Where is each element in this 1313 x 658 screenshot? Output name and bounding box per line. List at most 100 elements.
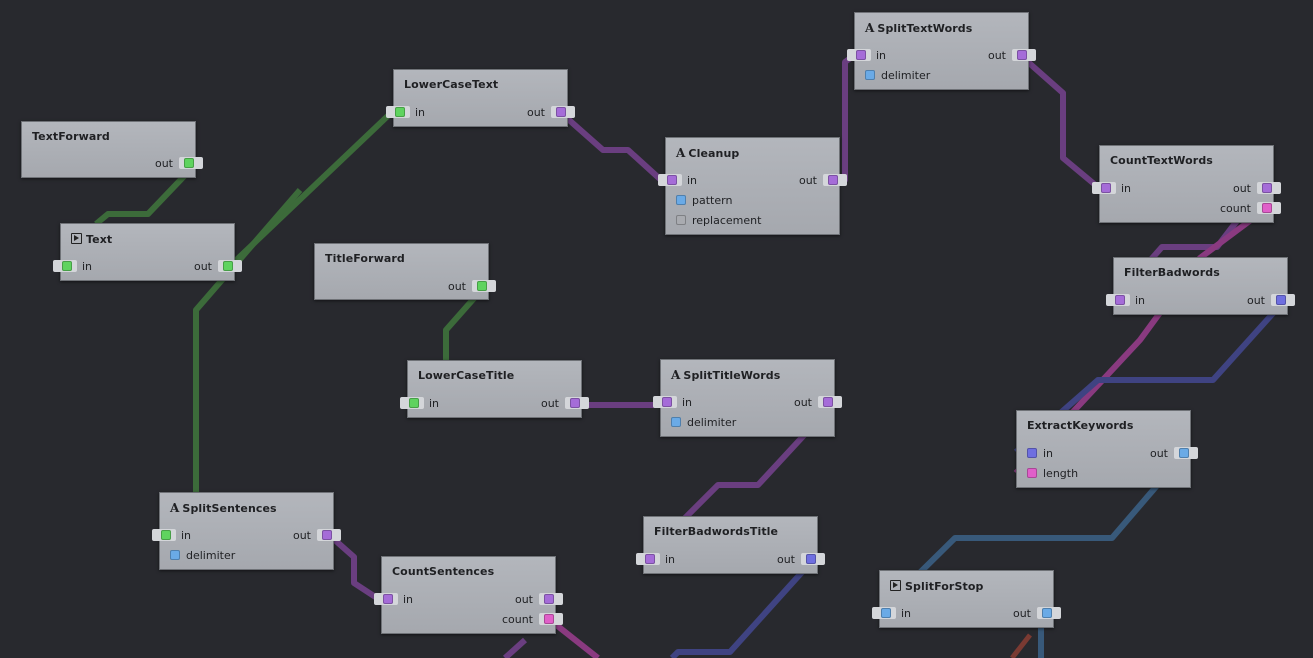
socket[interactable]	[658, 174, 682, 186]
node-title: SplitTitleWords	[683, 369, 781, 382]
port-out[interactable]: out	[1233, 181, 1281, 195]
port-in[interactable]: in	[374, 592, 413, 606]
port-label: out	[447, 279, 466, 293]
node-counttextwords[interactable]: CountTextWords in out count	[1092, 145, 1281, 223]
port-out[interactable]: out	[155, 156, 203, 170]
param-replacement[interactable]: replacement	[676, 213, 761, 227]
port-out[interactable]: out	[1150, 446, 1198, 460]
port-label: count	[1219, 201, 1251, 215]
port-in[interactable]: in	[1092, 181, 1131, 195]
socket[interactable]	[636, 553, 660, 565]
socket[interactable]	[1037, 607, 1061, 619]
node-lowercasetext[interactable]: LowerCaseText in out	[386, 69, 575, 127]
socket[interactable]	[218, 260, 242, 272]
socket-dot	[184, 158, 194, 168]
socket[interactable]	[801, 553, 825, 565]
port-out[interactable]: out	[293, 528, 341, 542]
socket[interactable]	[1092, 182, 1116, 194]
param-in[interactable]: in	[1027, 446, 1053, 460]
socket[interactable]	[847, 49, 871, 61]
socket-dot[interactable]	[865, 70, 875, 80]
port-out[interactable]: out	[1247, 293, 1295, 307]
port-in[interactable]: in	[400, 396, 439, 410]
port-count[interactable]: count	[1219, 201, 1281, 215]
port-in[interactable]: in	[386, 105, 425, 119]
port-label: in	[82, 259, 93, 273]
node-extractkeywords[interactable]: ExtractKeywords in out length	[1016, 410, 1198, 488]
port-in[interactable]: in	[847, 48, 886, 62]
node-text[interactable]: Text in out	[53, 223, 242, 281]
socket[interactable]	[539, 593, 563, 605]
socket-dot[interactable]	[1027, 468, 1037, 478]
param-pattern[interactable]: pattern	[676, 193, 732, 207]
port-out[interactable]: out	[988, 48, 1036, 62]
socket[interactable]	[539, 613, 563, 625]
socket[interactable]	[1271, 294, 1295, 306]
socket[interactable]	[1106, 294, 1130, 306]
socket-dot[interactable]	[676, 215, 686, 225]
socket[interactable]	[551, 106, 575, 118]
port-out[interactable]: out	[515, 592, 563, 606]
socket-dot	[645, 554, 655, 564]
port-out[interactable]: out	[541, 396, 589, 410]
node-splitforstop[interactable]: SplitForStop in out	[872, 570, 1061, 628]
socket-dot[interactable]	[170, 550, 180, 560]
port-label: pattern	[692, 193, 733, 207]
param-delimiter[interactable]: delimiter	[671, 415, 736, 429]
node-titleforward[interactable]: TitleForward out	[314, 243, 496, 300]
port-label: in	[1043, 446, 1054, 460]
port-in[interactable]: in	[152, 528, 191, 542]
node-lowercasetitle[interactable]: LowerCaseTitle in out	[400, 360, 589, 418]
param-delimiter[interactable]: delimiter	[865, 68, 930, 82]
socket-dot	[1179, 448, 1189, 458]
port-in[interactable]: in	[658, 173, 697, 187]
socket[interactable]	[179, 157, 203, 169]
node-filterbadwordstitle[interactable]: FilterBadwordsTitle in out	[636, 516, 825, 574]
node-countsentences[interactable]: CountSentences in out count	[374, 556, 563, 634]
socket[interactable]	[386, 106, 410, 118]
socket[interactable]	[152, 529, 176, 541]
port-out[interactable]: out	[799, 173, 847, 187]
socket[interactable]	[374, 593, 398, 605]
socket-dot	[1115, 295, 1125, 305]
port-out[interactable]: out	[527, 105, 575, 119]
node-filterbadwords[interactable]: FilterBadwords in out	[1106, 257, 1295, 315]
port-out[interactable]: out	[1013, 606, 1061, 620]
port-in[interactable]: in	[53, 259, 93, 273]
socket[interactable]	[400, 397, 424, 409]
port-label: in	[901, 606, 912, 620]
port-in[interactable]: in	[653, 395, 692, 409]
socket[interactable]	[472, 280, 496, 292]
socket[interactable]	[317, 529, 341, 541]
socket[interactable]	[872, 607, 896, 619]
socket[interactable]	[823, 174, 847, 186]
socket[interactable]	[53, 260, 77, 272]
socket[interactable]	[653, 396, 677, 408]
port-out[interactable]: out	[777, 552, 825, 566]
socket-dot[interactable]	[1027, 448, 1037, 458]
port-out[interactable]: out	[447, 279, 496, 293]
port-out[interactable]: out	[194, 259, 242, 273]
node-title-row: SplitForStop	[890, 579, 983, 593]
socket[interactable]	[1174, 447, 1198, 459]
port-in[interactable]: in	[872, 606, 912, 620]
node-textforward[interactable]: TextForward out	[21, 121, 203, 178]
port-in[interactable]: in	[636, 552, 675, 566]
port-out[interactable]: out	[794, 395, 842, 409]
socket-dot[interactable]	[676, 195, 686, 205]
socket[interactable]	[1257, 202, 1281, 214]
socket[interactable]	[818, 396, 842, 408]
socket[interactable]	[1012, 49, 1036, 61]
param-length[interactable]: length	[1027, 466, 1078, 480]
port-in[interactable]: in	[1106, 293, 1145, 307]
socket[interactable]	[1257, 182, 1281, 194]
port-count[interactable]: count	[502, 612, 563, 626]
socket-dot[interactable]	[671, 417, 681, 427]
param-delimiter[interactable]: delimiter	[170, 548, 235, 562]
socket[interactable]	[565, 397, 589, 409]
